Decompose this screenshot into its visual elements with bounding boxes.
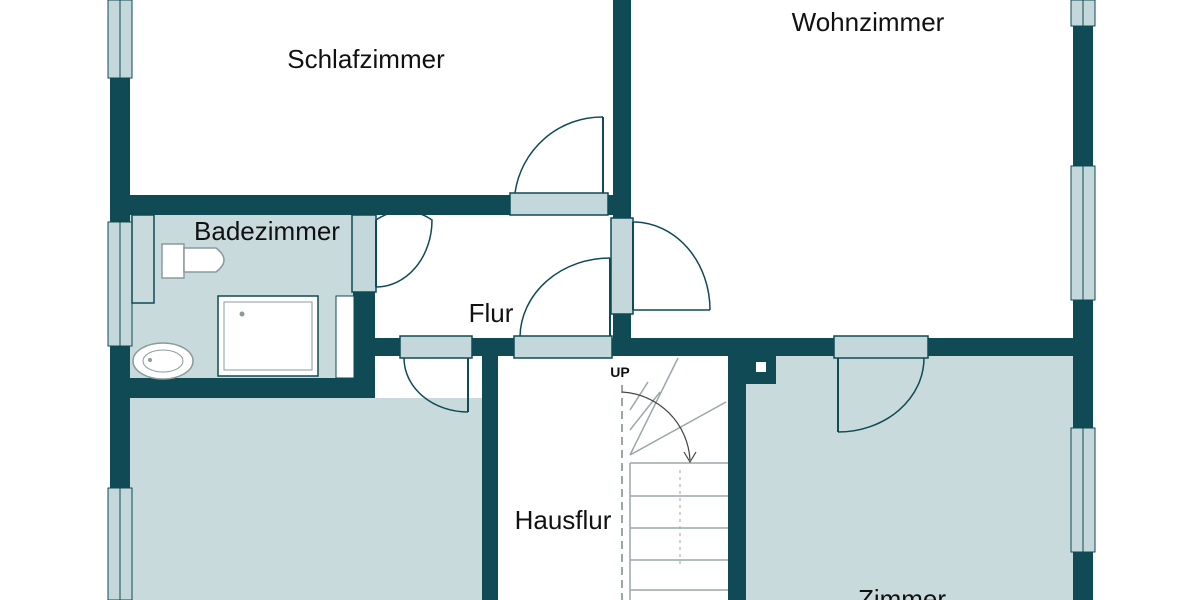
door-zimmer [833, 335, 929, 433]
wall [482, 338, 498, 600]
window [1070, 427, 1096, 553]
wall [110, 378, 375, 398]
floor-room-lower-left [130, 398, 482, 600]
label-badezimmer: Badezimmer [194, 216, 340, 246]
floor-wohnzimmer [631, 0, 1073, 340]
wall [728, 338, 746, 600]
staircase [621, 357, 728, 600]
stair-winder [629, 401, 727, 456]
window [1070, 0, 1096, 27]
floors [130, 0, 1073, 600]
stair-direction-arc [621, 391, 691, 461]
stair-winder [629, 357, 679, 456]
wall [110, 195, 630, 215]
window [107, 0, 133, 79]
stair-winder [629, 381, 649, 411]
floor-hausflur [498, 356, 728, 600]
bathroom-fixtures [131, 214, 355, 380]
room-labels: Schlafzimmer Wohnzimmer Badezimmer Flur … [194, 7, 946, 600]
window [107, 487, 133, 600]
label-hausflur: Hausflur [515, 505, 612, 535]
shower-tray-icon [217, 295, 319, 377]
stair-winder [629, 391, 661, 431]
window [1070, 165, 1096, 301]
label-wohnzimmer: Wohnzimmer [792, 7, 945, 37]
wall [353, 290, 375, 398]
label-schlafzimmer: Schlafzimmer [287, 44, 445, 74]
stairs-up-label: UP [610, 364, 629, 380]
doors [351, 116, 929, 433]
window [107, 221, 133, 347]
floor-flur [375, 215, 611, 340]
door-wohnzimmer [610, 217, 711, 315]
door-badezimmer [351, 210, 433, 293]
label-flur: Flur [469, 298, 514, 328]
windows [107, 0, 1096, 600]
door-room-lower-left [399, 335, 473, 413]
toilet-icon [161, 243, 225, 279]
stair-arrow-icon [683, 451, 697, 464]
floor-schlafzimmer [130, 0, 613, 195]
shower-partition [335, 295, 355, 379]
sink-icon [132, 342, 194, 380]
bath-cabinet [131, 214, 155, 304]
label-zimmer: Zimmer [858, 584, 946, 600]
chimney-flue [756, 362, 766, 372]
door-schlafzimmer [509, 116, 609, 216]
floor-zimmer [746, 356, 1073, 600]
door-hausflur [513, 257, 613, 359]
